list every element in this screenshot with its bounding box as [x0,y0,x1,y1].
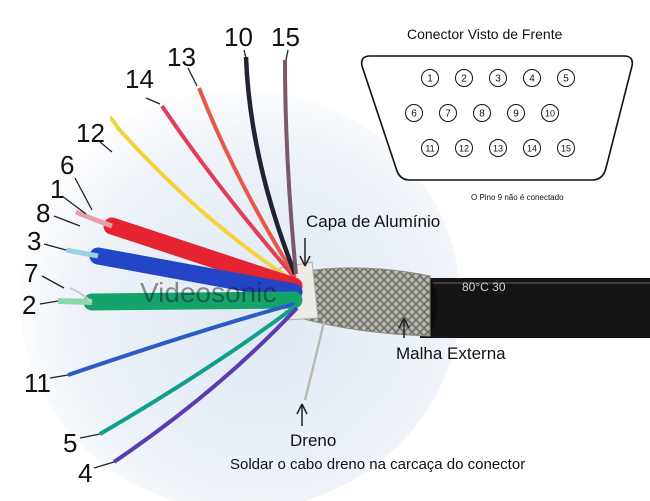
wire-3-blue-insulation [89,247,303,301]
pin-15-label: 15 [561,144,571,154]
pin-1-circle [421,69,439,87]
pin-5-label: 5 [563,74,569,85]
wire-label-4: 4 [78,458,92,488]
pin-8-circle [473,104,491,122]
pin-6-circle [405,104,423,122]
pin-1-label: 1 [427,74,433,85]
foil-label: Capa de Alumínio [306,212,440,231]
wire-2-green-insulation [83,291,303,311]
number-leaders [39,49,289,469]
wire-label-3: 3 [27,226,41,256]
pin-4-label: 4 [529,74,535,85]
wire-7-light-green [57,298,93,305]
wire-label-8: 8 [36,198,50,228]
pin-13-circle [489,139,507,157]
pin-10-label: 10 [545,109,555,119]
cable-jacket: 80°C 30 [413,276,650,338]
drain-label: Dreno [290,431,336,450]
solder-instruction: Soldar o cabo dreno na carcaça do conect… [230,456,525,473]
pin-2-label: 2 [461,74,467,85]
pin-2-circle [455,69,473,87]
pin-12-label: 12 [459,144,469,154]
pin-11-circle [421,139,439,157]
pin-14-label: 14 [527,144,537,154]
braid-label: Malha Externa [396,344,506,363]
cable-print: 80°C 30 [462,280,506,294]
wire-5-teal [98,304,298,436]
pin-15-circle [557,139,575,157]
pin-6-label: 6 [411,109,417,120]
callouts: Capa de Alumínio Malha Externa Dreno Sol… [230,212,525,473]
pin-7-circle [439,104,457,122]
wire-label-11: 11 [24,368,51,398]
drain-wire [303,317,327,401]
wire-label-15: 15 [271,22,300,52]
pin-4-circle [523,69,541,87]
connector-title: Conector Visto de Frente [407,26,563,42]
wire-6-pink-shield [75,209,113,229]
wire-label-5: 5 [63,428,77,458]
pin9-note: O Pino 9 não é conectado [471,193,564,202]
wire-label-2: 2 [22,290,36,320]
watermark: Videosonic [140,277,276,308]
wire-8-light-blue [65,247,99,259]
wire-15-brown [283,59,298,275]
wire-7-shield [69,287,93,303]
wire-label-10: 10 [224,22,253,52]
wire-label-7: 7 [24,258,38,288]
pin-14-circle [523,139,541,157]
wire-number-labels: 14 13 10 15 12 6 1 8 3 7 2 11 5 4 [22,22,300,488]
pin-8-label: 8 [479,109,485,120]
wire-label-14: 14 [125,64,154,94]
wire-bundle [57,56,303,464]
wire-1-red-insulation [103,217,303,295]
braided-shield [299,267,431,337]
pin-3-label: 3 [495,74,501,85]
wire-label-6: 6 [60,150,74,180]
pin-7-label: 7 [445,109,451,120]
wire-10-black [243,56,298,275]
wire-label-12: 12 [76,118,105,148]
pin-11-label: 11 [425,144,434,154]
wire-13-salmon [197,87,297,278]
wire-11-blue [67,302,295,377]
pin-3-circle [489,69,507,87]
wire-14-pink [160,104,297,280]
wire-label-13: 13 [167,42,196,72]
pin-5-circle [557,69,575,87]
wire-12-yellow [109,116,297,284]
pin-12-circle [455,139,473,157]
pin-9-circle [507,104,525,122]
wire-4-purple [112,306,299,464]
pin-9-label: 9 [513,109,519,120]
wire-label-1: 1 [50,174,64,204]
pin-13-label: 13 [493,144,503,154]
pin-10-circle [541,104,559,122]
